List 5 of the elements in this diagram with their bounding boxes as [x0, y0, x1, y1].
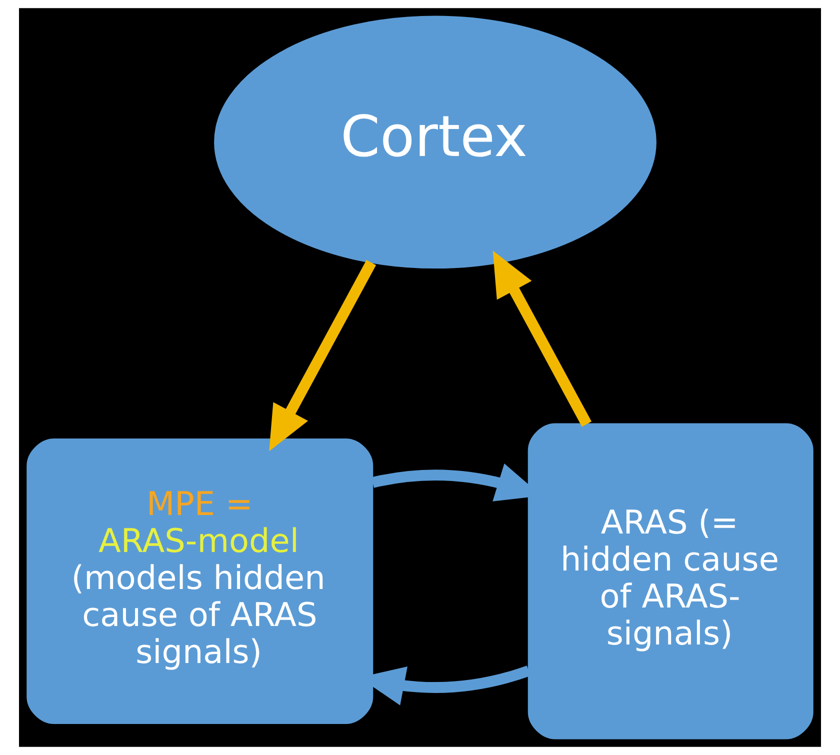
node-box: MPE = ARAS-model (models hidden cause of ARAS signals)	[26, 438, 374, 724]
arrow	[269, 260, 376, 452]
node-ellipse: Cortex	[214, 16, 656, 269]
node-box: ARAS (= hidden cause of ARAS-signals)	[528, 423, 814, 740]
arrow	[492, 250, 592, 427]
